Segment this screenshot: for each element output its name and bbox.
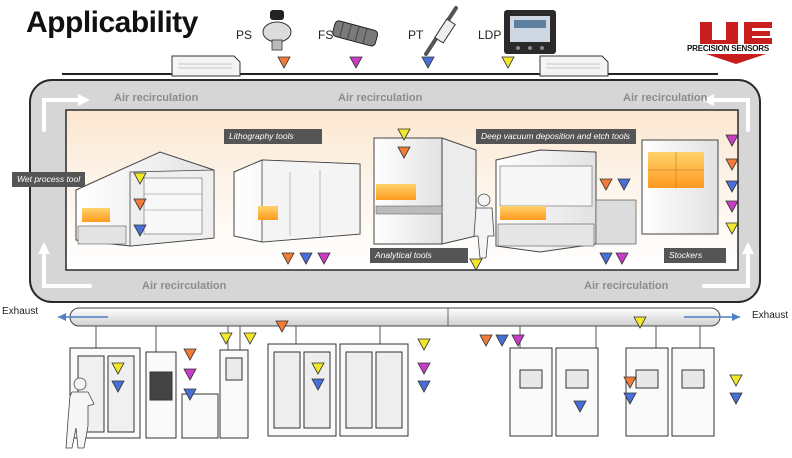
sensor-marker-orange — [133, 198, 147, 211]
tag-deep-vacuum: Deep vacuum deposition and etch tools — [476, 129, 636, 144]
sensor-marker-orange — [397, 146, 411, 159]
sensor-marker-magenta — [725, 200, 739, 213]
air-label-top-left: Air recirculation — [114, 92, 199, 104]
sensor-marker-yellow — [633, 316, 647, 329]
sensor-marker-yellow — [397, 128, 411, 141]
subfab-pump-3 — [625, 347, 669, 437]
sensor-marker-yellow — [501, 56, 515, 69]
sensor-marker-orange — [725, 158, 739, 171]
sensor-marker-blue — [421, 56, 435, 69]
ceiling-fan-unit-right — [539, 55, 609, 77]
sensor-label-pt: PT — [408, 28, 424, 42]
page-title: Applicability — [26, 6, 198, 39]
air-flow-arrows — [42, 98, 750, 288]
subfab-pump-1 — [509, 347, 553, 437]
sensor-marker-magenta — [317, 252, 331, 265]
subfab-pump-2 — [555, 347, 599, 437]
sensor-marker-blue — [573, 400, 587, 413]
pressure-transducer-icon — [424, 6, 458, 56]
technician-figure — [65, 377, 95, 449]
sensor-marker-yellow — [729, 374, 743, 387]
sensor-marker-yellow — [725, 222, 739, 235]
sensor-marker-magenta — [183, 368, 197, 381]
sensor-marker-blue — [623, 392, 637, 405]
sensor-marker-yellow — [417, 338, 431, 351]
sensor-marker-blue — [617, 178, 631, 191]
sensor-marker-blue — [495, 334, 509, 347]
sensor-marker-magenta — [615, 252, 629, 265]
deep-vacuum-tool-drawing — [495, 149, 637, 253]
pressure-switch-icon — [262, 10, 292, 51]
sensor-marker-orange — [281, 252, 295, 265]
flow-switch-icon — [332, 20, 379, 47]
sensor-marker-orange — [479, 334, 493, 347]
sensor-marker-yellow — [469, 258, 483, 271]
tag-lithography: Lithography tools — [224, 129, 322, 144]
digital-controller-icon — [504, 10, 556, 54]
sensor-marker-blue — [183, 388, 197, 401]
air-label-top-right: Air recirculation — [623, 92, 708, 104]
sensor-marker-magenta — [349, 56, 363, 69]
sensor-label-ps: PS — [236, 28, 253, 42]
sensor-marker-yellow — [219, 332, 233, 345]
brand-text: PRECISION SENSORS — [687, 44, 769, 53]
sensor-marker-yellow — [133, 172, 147, 185]
sensor-marker-orange — [623, 376, 637, 389]
air-label-bottom-right: Air recirculation — [584, 280, 669, 292]
exhaust-duct — [58, 307, 740, 327]
sensor-marker-blue — [725, 180, 739, 193]
sensor-marker-orange — [183, 348, 197, 361]
sensor-marker-yellow — [243, 332, 257, 345]
tag-stockers: Stockers — [664, 248, 726, 263]
lithography-tool-drawing — [233, 159, 361, 243]
sensor-marker-blue — [111, 380, 125, 393]
sensor-label-fs: FS — [318, 28, 334, 42]
analytical-tool-drawing — [373, 137, 477, 245]
sensor-marker-blue — [133, 224, 147, 237]
ue-logo-mark — [700, 22, 772, 64]
sensor-marker-blue — [599, 252, 613, 265]
tag-wet-process: Wet process tool — [12, 172, 86, 187]
sensor-marker-magenta — [417, 362, 431, 375]
sensor-marker-magenta — [511, 334, 525, 347]
sub-fab-pipes — [95, 326, 701, 352]
subfab-tank — [181, 393, 219, 439]
sensor-marker-orange — [277, 56, 291, 69]
sensor-marker-yellow — [311, 362, 325, 375]
sensor-marker-yellow — [111, 362, 125, 375]
tag-analytical: Analytical tools — [370, 248, 468, 263]
sensor-marker-orange — [275, 320, 289, 333]
air-label-bottom-left: Air recirculation — [142, 280, 227, 292]
ceiling-fan-unit-left — [171, 55, 241, 77]
sensor-label-ldp: LDP — [478, 28, 502, 42]
subfab-pump-4 — [671, 347, 715, 437]
sensor-marker-blue — [729, 392, 743, 405]
sensor-marker-blue — [299, 252, 313, 265]
sub-fab-equipment — [69, 343, 715, 439]
sensor-marker-blue — [311, 378, 325, 391]
sensor-marker-magenta — [725, 134, 739, 147]
stocker-drawing — [641, 139, 719, 235]
air-label-top-center: Air recirculation — [338, 92, 423, 104]
exhaust-label-right: Exhaust — [752, 310, 789, 321]
sensor-marker-orange — [599, 178, 613, 191]
exhaust-label-left: Exhaust — [2, 306, 39, 317]
operator-figure — [473, 193, 495, 259]
sensor-marker-blue — [417, 380, 431, 393]
sensor-markers — [111, 56, 743, 413]
